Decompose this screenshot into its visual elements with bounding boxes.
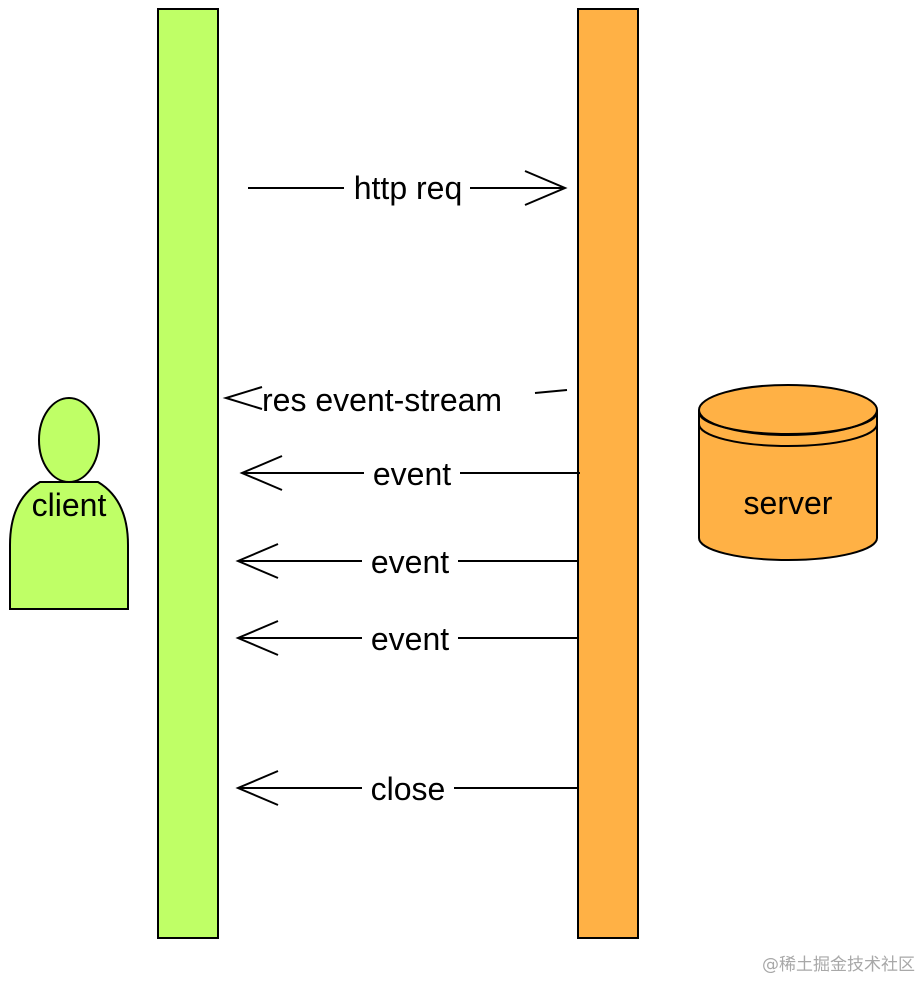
client-actor: client bbox=[9, 397, 129, 610]
server-label: server bbox=[744, 485, 833, 521]
message-event-3-label-bg bbox=[362, 618, 458, 658]
server-cylinder-ring-1 bbox=[698, 411, 878, 435]
message-res-event-stream bbox=[222, 386, 568, 410]
message-event-1-label-bg bbox=[364, 453, 460, 493]
watermark: @稀土掘金技术社区 bbox=[762, 955, 915, 975]
server-database-icon: server bbox=[698, 384, 878, 561]
message-close-label: close bbox=[371, 771, 446, 807]
message-http-req-label: http req bbox=[354, 170, 463, 206]
arrowhead-left-icon bbox=[222, 386, 263, 410]
message-res-event-stream-line bbox=[534, 389, 568, 394]
server-cylinder-ring-2 bbox=[698, 423, 878, 447]
message-event-2-label: event bbox=[371, 544, 449, 580]
message-res-event-stream-label: res event-stream bbox=[262, 382, 502, 418]
client-label: client bbox=[32, 487, 107, 523]
arrowhead-right-icon bbox=[524, 170, 568, 206]
message-http-req-label-bg bbox=[344, 168, 470, 208]
server-cylinder-body bbox=[698, 410, 878, 561]
arrowhead-left-icon bbox=[239, 455, 283, 491]
message-event-3-label: event bbox=[371, 621, 449, 657]
server-lifeline bbox=[577, 8, 639, 939]
client-actor-body bbox=[9, 481, 129, 610]
client-actor-head bbox=[38, 397, 100, 483]
arrowhead-left-icon bbox=[235, 620, 279, 656]
server-cylinder-top bbox=[698, 384, 878, 436]
message-event-2-label-bg bbox=[362, 541, 458, 581]
message-close-label-bg bbox=[362, 768, 454, 808]
arrowhead-left-icon bbox=[235, 770, 279, 806]
arrowhead-left-icon bbox=[235, 543, 279, 579]
client-lifeline bbox=[157, 8, 219, 939]
message-event-1-label: event bbox=[373, 456, 451, 492]
